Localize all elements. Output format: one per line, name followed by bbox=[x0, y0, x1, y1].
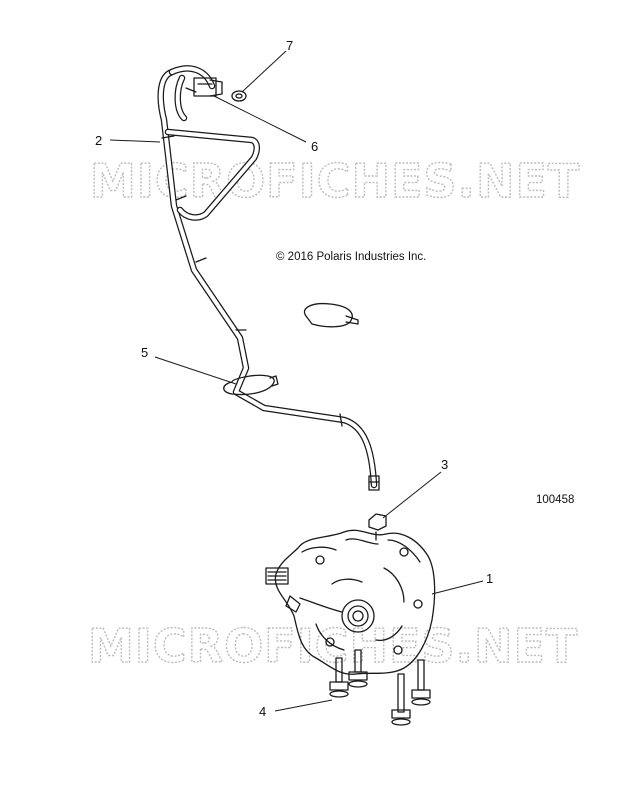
callout-6: 6 bbox=[311, 139, 318, 154]
bolt bbox=[348, 649, 368, 688]
copyright-text: © 2016 Polaris Industries Inc. bbox=[276, 251, 426, 263]
leader-lines bbox=[109, 50, 484, 712]
callout-7: 7 bbox=[286, 38, 293, 53]
vent-hose bbox=[157, 65, 380, 491]
vent-fitting bbox=[368, 513, 387, 541]
bolts bbox=[329, 649, 431, 726]
tie-strap-loose bbox=[303, 302, 359, 328]
figure-number: 100458 bbox=[536, 494, 574, 506]
watermark-top: MICROFICHES.NET bbox=[90, 154, 580, 208]
callout-1: 1 bbox=[486, 571, 493, 586]
bolt bbox=[391, 673, 411, 726]
watermark-bottom: MICROFICHES.NET bbox=[88, 619, 578, 673]
callout-4: 4 bbox=[259, 704, 266, 719]
hose-clip-bracket bbox=[185, 77, 223, 97]
nut bbox=[231, 90, 247, 102]
callout-5: 5 bbox=[141, 345, 148, 360]
bolt bbox=[329, 657, 349, 698]
callout-3: 3 bbox=[441, 457, 448, 472]
bolt bbox=[411, 659, 431, 706]
callout-2: 2 bbox=[95, 133, 102, 148]
gearcase-housing bbox=[265, 529, 436, 675]
tie-strap bbox=[223, 374, 279, 396]
